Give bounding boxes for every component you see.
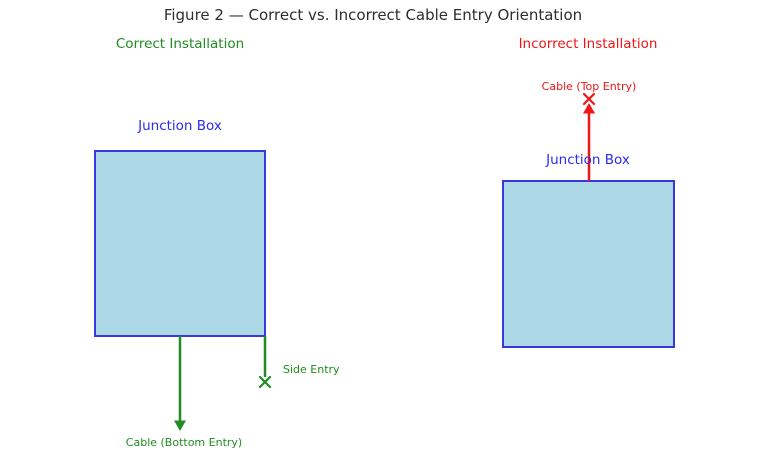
- junction-box-label-right: Junction Box: [546, 152, 630, 168]
- side-entry-x-marker-icon: [258, 375, 272, 389]
- incorrect-section-heading: Incorrect Installation: [518, 36, 658, 52]
- correct-section-heading: Correct Installation: [115, 36, 245, 52]
- cable-top-entry-arrowhead-icon: [583, 103, 595, 114]
- junction-box-right: [502, 180, 675, 348]
- cable-top-entry-x-marker-icon: [582, 92, 596, 106]
- cable-bottom-entry-label: Cable (Bottom Entry): [125, 436, 243, 449]
- cable-bottom-entry-arrowhead-icon: [174, 420, 186, 431]
- side-entry-label: Side Entry: [283, 363, 340, 376]
- cable-top-entry-label: Cable (Top Entry): [541, 80, 637, 93]
- junction-box-left: [94, 150, 266, 337]
- figure-title: Figure 2 — Correct vs. Incorrect Cable E…: [163, 6, 583, 24]
- junction-box-label-left: Junction Box: [138, 118, 222, 134]
